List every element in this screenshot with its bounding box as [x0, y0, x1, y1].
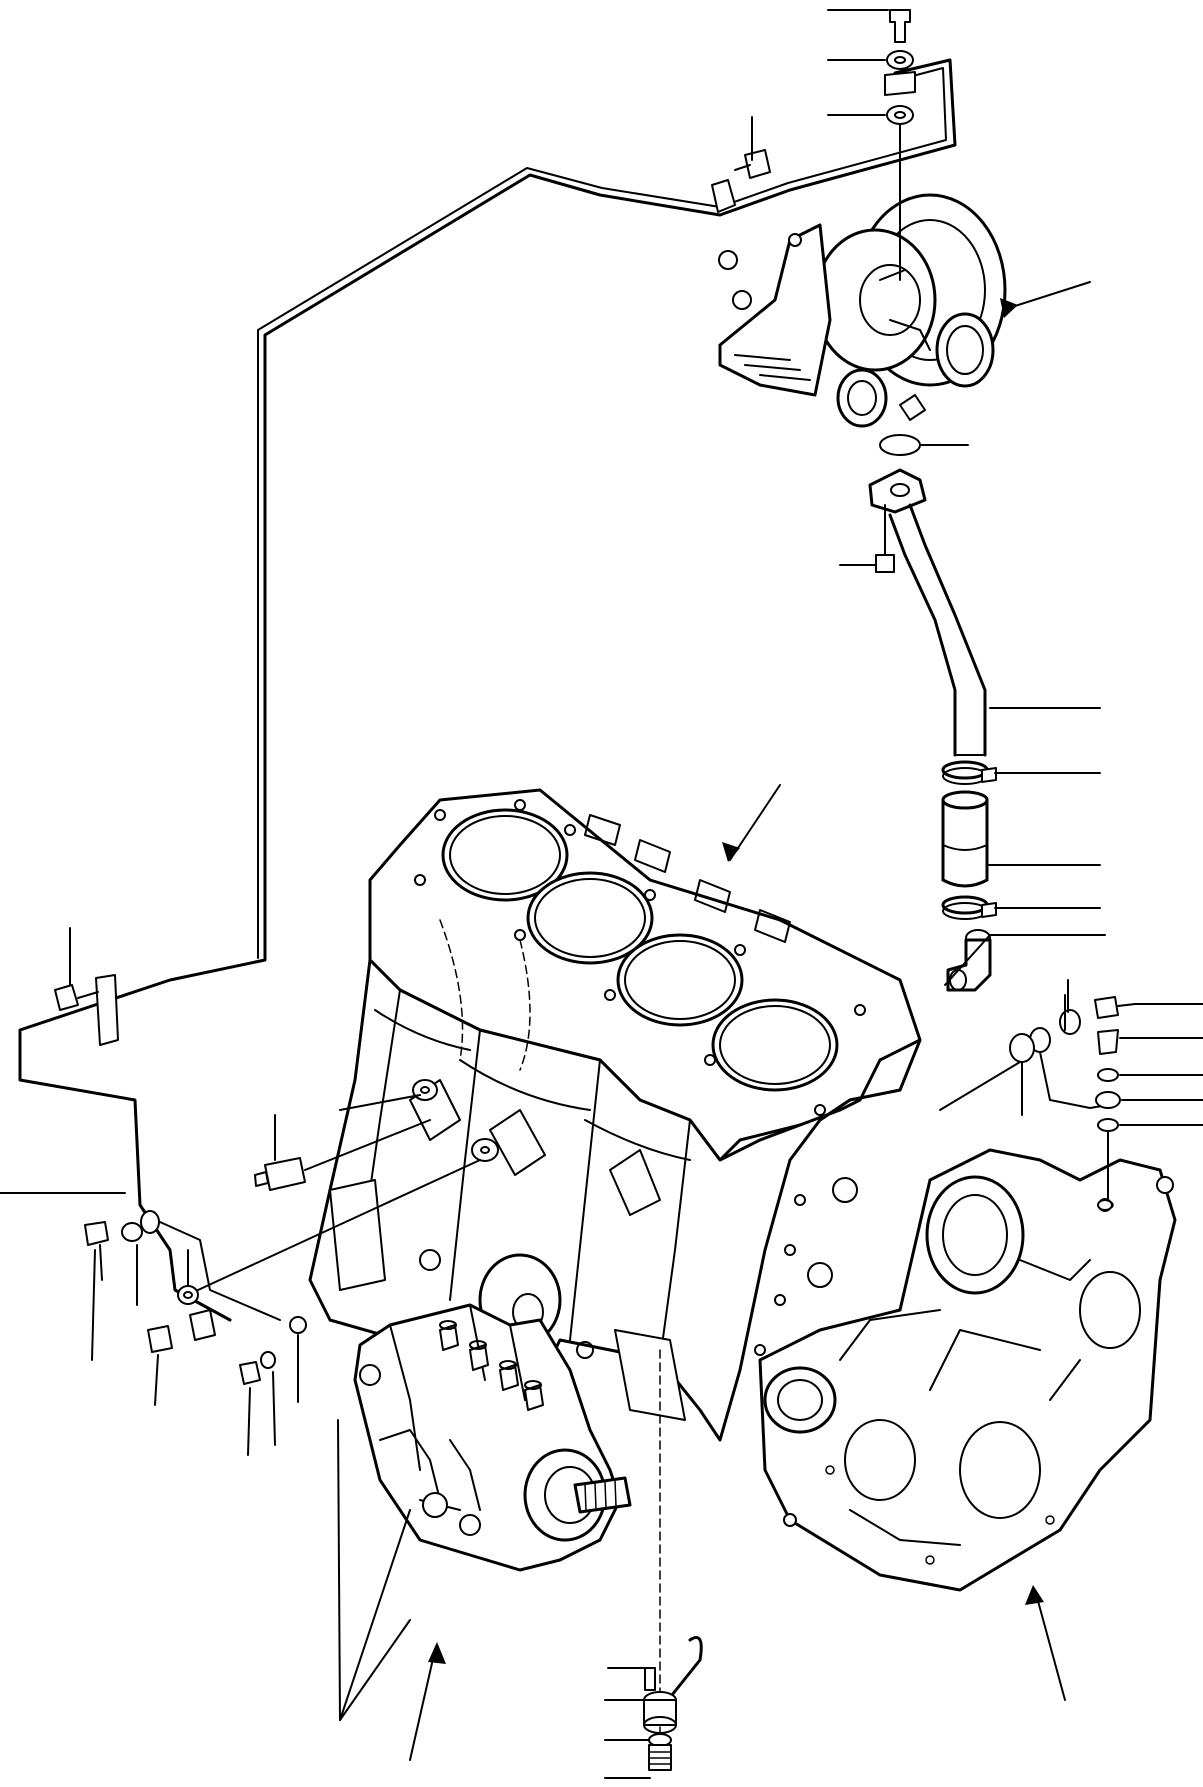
return-pipe [868, 468, 987, 757]
turbocharger-arrow [1000, 298, 1018, 318]
pipe-clamp-bolt-lower [54, 974, 119, 1046]
cylinder-block [308, 788, 922, 1741]
injection-pump [353, 1303, 632, 1572]
hose-clamp-lower [941, 895, 997, 920]
bottom-small-parts [643, 1636, 703, 1771]
elbow-fitting [946, 929, 992, 992]
pressure-switch [254, 1119, 431, 1191]
injection-pump-arrow [428, 1642, 446, 1664]
turbocharger [718, 193, 1007, 428]
hose-clamp-upper [941, 760, 997, 785]
turbo-gasket [879, 434, 921, 456]
arrowheads [428, 298, 1044, 1664]
cylinder-block-arrow [722, 842, 740, 862]
return-pipe-bolt [875, 504, 895, 573]
gear-case-arrow [1025, 1585, 1044, 1605]
turbo-fittings [884, 9, 916, 281]
pipe-clamp-bolt-upper [711, 149, 771, 213]
banjo-group [1009, 996, 1136, 1211]
block-seals [177, 1079, 499, 1305]
gear-case [758, 1148, 1177, 1592]
hose [941, 790, 989, 888]
leader-lines [0, 9, 1203, 1779]
feed-pipe-fittings [84, 1210, 307, 1385]
